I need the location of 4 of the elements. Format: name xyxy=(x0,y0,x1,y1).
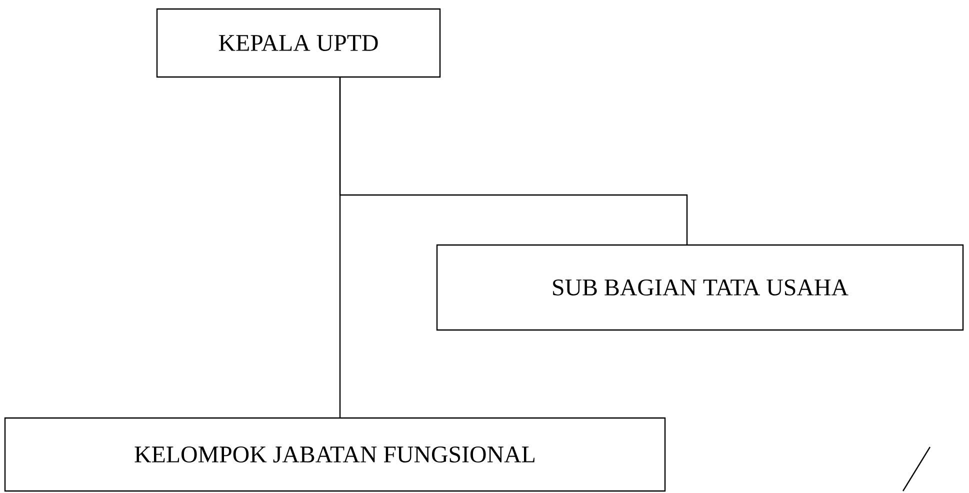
org-box: KEPALA UPTD xyxy=(156,8,441,78)
org-box: KELOMPOK JABATAN FUNGSIONAL xyxy=(4,417,666,492)
connector-line xyxy=(339,77,341,418)
org-box: SUB BAGIAN TATA USAHA xyxy=(436,244,964,331)
